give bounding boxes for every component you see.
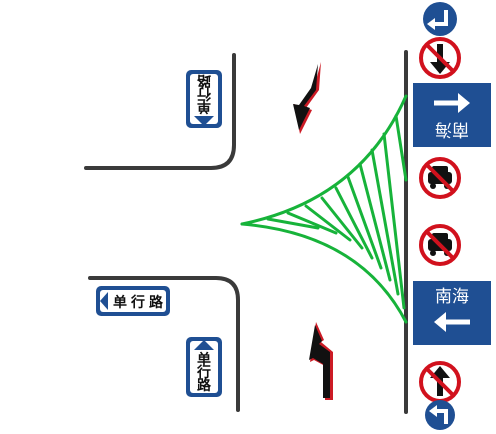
u-turn-arrow-icon <box>423 2 457 36</box>
no-car-sign-1-wheel <box>430 183 436 189</box>
one-way-sign-left-char3: 路 <box>149 294 164 311</box>
lane-arrow-top <box>293 62 321 134</box>
u-turn-sign-top-disc <box>423 2 457 36</box>
one-way-sign-top-arrow <box>194 116 214 126</box>
direction-sign-bottom: 南海 <box>411 279 493 347</box>
u-turn-sign-bottom-disc <box>425 400 455 430</box>
gore-hatch <box>346 175 383 270</box>
u-turn-sign-bottom-head <box>429 405 437 417</box>
direction-sign-top-frame <box>411 81 493 149</box>
gore-outline-upper <box>240 94 408 226</box>
one-way-sign-left: 单 行 路 <box>96 286 170 316</box>
no-car-icon <box>419 224 461 266</box>
lane-arrow-bottom-body <box>309 325 330 398</box>
one-way-sign-top-char3: 路 <box>196 72 211 89</box>
u-turn-sign-top-arrow <box>432 10 448 26</box>
gore-hatch <box>382 132 406 310</box>
one-way-sign-top-char1: 单 <box>197 98 211 115</box>
gore-hatch <box>334 186 374 260</box>
one-way-sign-bottom: 单 行 路 <box>186 337 222 397</box>
road-edge-bottom-left <box>88 276 240 412</box>
gore-hatch <box>320 196 364 250</box>
no-car-sign-1-slash <box>425 163 455 193</box>
u-turn-sign-bottom-arrow <box>434 409 448 424</box>
gore-hatch <box>394 114 408 182</box>
one-way-sign-left-panel <box>100 290 166 312</box>
direction-sign-top-arrow-head <box>458 93 470 113</box>
no-straight-arrow-icon <box>419 37 461 79</box>
lane-arrow-top-body <box>293 64 318 130</box>
one-way-sign-left-char2: 行 <box>130 294 145 311</box>
one-way-sign-bottom-char2: 行 <box>196 364 211 381</box>
one-way-sign-bottom-char1: 单 <box>197 351 211 368</box>
no-car-sign-2-slash <box>425 230 455 260</box>
one-way-sign-bottom-panel <box>190 341 218 393</box>
lane-arrow-bottom <box>309 322 333 400</box>
one-way-sign-bottom-char3: 路 <box>197 377 212 394</box>
gore-hatch <box>358 162 392 282</box>
no-straight-sign-top-slash <box>425 43 455 73</box>
u-turn-sign-top-head <box>427 18 435 30</box>
direction-sign-top-label: 南海 <box>435 119 469 139</box>
gore-hatch <box>266 217 320 230</box>
one-way-sign-top-panel <box>190 74 218 124</box>
no-straight-sign-bottom-slash <box>425 367 455 397</box>
one-way-sign-left-arrow <box>100 292 108 310</box>
u-turn-arrow-icon <box>425 400 455 430</box>
road-edge-top-left <box>84 53 236 170</box>
direction-sign-bottom-frame <box>411 279 493 347</box>
direction-sign-bottom-arrow-head <box>434 312 446 332</box>
no-straight-arrow-icon <box>419 361 461 403</box>
one-way-sign-top-char2: 行 <box>197 85 212 102</box>
gore-hatch <box>370 148 400 296</box>
gore-marking <box>240 94 408 324</box>
direction-sign-top: 南海 <box>411 81 493 149</box>
no-car-sign-2-wheel <box>430 250 436 256</box>
gore-hatch <box>286 211 338 235</box>
gore-hatch <box>304 204 352 242</box>
one-way-sign-top: 单 行 路 <box>186 70 222 128</box>
gore-outline-lower <box>240 222 408 324</box>
one-way-sign-left-char1: 单 <box>113 294 127 311</box>
no-car-icon <box>419 157 461 199</box>
direction-sign-bottom-label: 南海 <box>435 287 469 307</box>
one-way-sign-bottom-arrow <box>194 340 214 350</box>
